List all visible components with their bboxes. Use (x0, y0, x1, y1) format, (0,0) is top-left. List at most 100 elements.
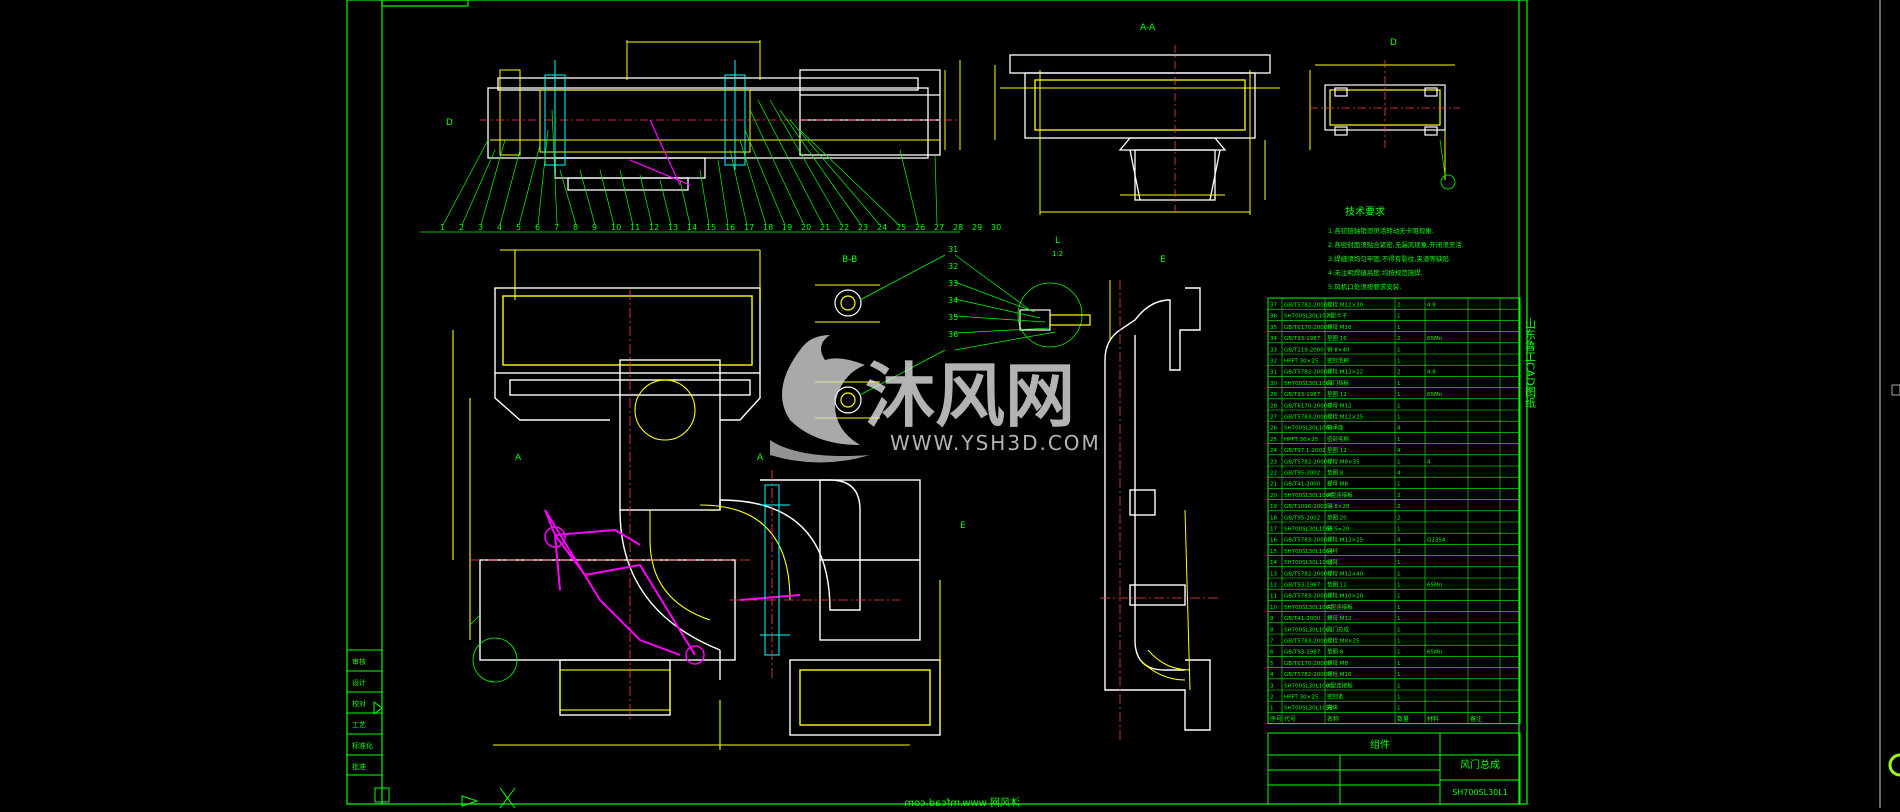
bom-cell: GB/T6170-2000 (1284, 661, 1328, 667)
callout-number: 5 (516, 223, 521, 232)
bom-cell: 1 (1397, 661, 1401, 667)
bom-cell: GB/T93-1987 (1284, 650, 1321, 656)
scroll-edge-icon[interactable] (1888, 384, 1900, 777)
bom-header-cell: 数量 (1397, 715, 1409, 723)
bom-cell: SH700SL30L1059 (1284, 706, 1333, 712)
bom-cell: 螺栓 M8×35 (1327, 457, 1360, 465)
signature-row-label: 工艺 (352, 721, 366, 729)
bom-cell: 27 (1270, 415, 1277, 421)
bom-cell: 10 (1270, 605, 1277, 611)
bom-cell: 连杆 (1327, 547, 1339, 555)
bom-cell: GB/T41-2000 (1284, 482, 1321, 488)
callout-number: 2 (459, 223, 464, 232)
callout-number: 21 (820, 223, 830, 232)
bom-cell: 2 (1397, 549, 1401, 555)
tech-req-title: 技术要求 (1345, 205, 1385, 218)
callout-number: 26 (915, 223, 925, 232)
bom-cell: 5 (1270, 661, 1274, 667)
bom-cell: 12 (1270, 583, 1277, 589)
callout-number: 34 (948, 296, 958, 305)
bom-cell: GB/T5783-2000 (1284, 639, 1328, 645)
bom-cell: 35 (1270, 325, 1277, 331)
bom-cell: SH700SL30L1061 (1284, 627, 1333, 633)
bom-cell: 2 (1270, 695, 1274, 701)
bom-cell: GB/T119-2000 (1284, 347, 1324, 353)
signature-row-label: 校对 (352, 699, 366, 708)
bom-cell: GB/T6170-2000 (1284, 403, 1328, 409)
label-marker-a: A (515, 453, 522, 463)
callout-number: 12 (649, 223, 659, 232)
bom-cell: 2 (1397, 515, 1401, 521)
bom-cell: 螺母 M12 (1327, 614, 1352, 622)
label-view-e: E (1160, 255, 1166, 265)
bom-cell: GB/T97.1-2002 (1284, 448, 1325, 454)
bom-cell: SH700SL30L1070 (1284, 314, 1333, 320)
bom-cell: 22 (1270, 471, 1277, 477)
bom-cell: 18 (1270, 515, 1277, 521)
bom-cell: 4 (1397, 426, 1401, 432)
callout-number: 4 (497, 223, 502, 232)
callout-number: 8 (573, 223, 578, 232)
section-aa-view (994, 45, 1280, 215)
side-vertical-text: 山东鲁工CAD图纸 (1524, 318, 1537, 408)
bom-cell: 风门挡板 (1327, 379, 1350, 387)
bom-cell: 垫圈 20 (1327, 513, 1347, 521)
bom-cell: 密封条 (1327, 693, 1344, 701)
callout-number: 17 (744, 223, 754, 232)
bom-cell: 风门总成 (1327, 625, 1350, 633)
bom-cell: 垫圈 12 (1327, 446, 1347, 454)
bom-cell: 1 (1397, 392, 1401, 398)
bom-cell: GB/T5782-2000 (1284, 571, 1328, 577)
signature-row-label: 审核 (352, 657, 366, 666)
label-marker-d: D (446, 118, 453, 128)
bom-cell: GB/T41-2000 (1284, 616, 1321, 622)
bom-cell: 4 (1270, 672, 1274, 678)
bom-cell: 17 (1270, 527, 1277, 533)
bom-cell: 垫圈 12 (1327, 581, 1347, 589)
bom-cell: 螺栓 M8×25 (1327, 637, 1360, 645)
label-e-arrow: E (960, 521, 966, 531)
callout-number: 1 (440, 223, 445, 232)
bom-cell: 1 (1397, 325, 1401, 331)
bom-cell: 1 (1397, 695, 1401, 701)
bom-cell: 1 (1397, 571, 1401, 577)
bom-cell: GB/T5783-2000 (1284, 538, 1328, 544)
callout-number: 7 (554, 223, 559, 232)
callout-number: 35 (948, 313, 958, 322)
title-doc-type: 组件 (1370, 738, 1390, 751)
bom-cell: 1 (1397, 605, 1401, 611)
bom-cell: 螺栓 M16 (1327, 670, 1352, 678)
bom-cell: 1 (1397, 706, 1401, 712)
bottom-mirrored-text: 沐风网 www.mfcad.com (904, 796, 1020, 808)
bom-cell: 螺母 M8 (1327, 480, 1348, 488)
bom-cell: 13 (1270, 571, 1277, 577)
watermark-brand: 沐风网 (865, 355, 1075, 437)
title-drawing-no: SH700SL30L1 (1452, 788, 1508, 797)
signature-row-label: 标准化 (352, 741, 373, 750)
bom-cell: 65Mn (1427, 650, 1443, 656)
bom-cell: 螺栓 M12×40 (1327, 569, 1364, 577)
bom-cell: 32 (1270, 359, 1277, 365)
bom-cell: 1 (1397, 381, 1401, 387)
bom-cell: 2 (1397, 336, 1401, 342)
label-view-d: D (1390, 38, 1397, 48)
bom-cell: SH700SL30L1067 (1284, 426, 1333, 432)
bom-cell: 1 (1397, 650, 1401, 656)
bom-cell: 轴承座 (1327, 424, 1344, 432)
callout-number: 23 (858, 223, 868, 232)
bom-cell: 螺母 M12 (1327, 401, 1352, 409)
bom-cell: 2 (1397, 303, 1401, 309)
label-section-bb: B-B (842, 255, 857, 265)
callout-number: 29 (972, 223, 982, 232)
bom-cell: 28 (1270, 403, 1277, 409)
bom-cell: 8 (1270, 627, 1274, 633)
bom-header-cell: 代号 (1284, 715, 1296, 723)
bom-cell: SH700SL30L1065 (1284, 527, 1333, 533)
bom-cell: 1 (1397, 415, 1401, 421)
signature-row-label: 设计 (352, 678, 366, 687)
callout-number: 13 (668, 223, 678, 232)
bom-cell: 31 (1270, 370, 1277, 376)
